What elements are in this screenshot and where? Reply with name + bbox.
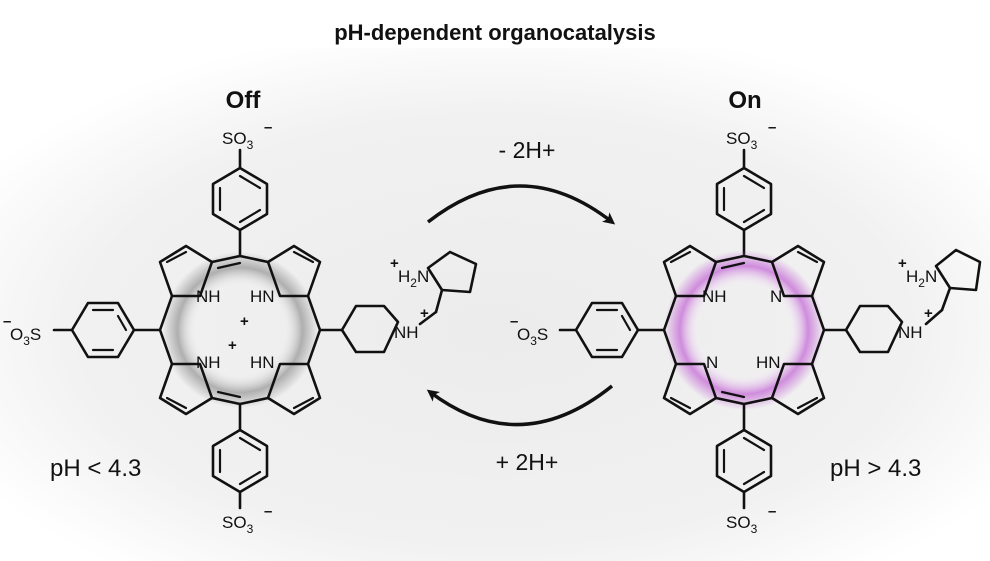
off-top-sulfonate: SO3 – [222, 119, 272, 152]
svg-text:+: + [390, 255, 399, 272]
nh-plus-atom: NH [394, 323, 419, 342]
on-bottom-sulfonate: SO3 – [726, 503, 776, 536]
forward-arrow-label: - 2H+ [499, 137, 556, 163]
on-molecule: On SO3 – NH N N HN [510, 87, 982, 536]
so3-text: SO3 [222, 129, 254, 152]
hn-atom: HN [250, 353, 275, 372]
svg-text:–: – [264, 503, 272, 520]
svg-text:H2N: H2N [398, 267, 429, 290]
nh-atom: NH [702, 287, 727, 306]
svg-text:+: + [898, 255, 907, 272]
hn-atom: HN [756, 353, 781, 372]
svg-text:SO3: SO3 [726, 513, 758, 536]
svg-text:–: – [3, 313, 11, 330]
on-h2n: + H2N [898, 255, 937, 290]
off-label: Off [226, 87, 262, 114]
figure-title: pH-dependent organocatalysis [334, 20, 656, 45]
reverse-arrow-label: + 2H+ [496, 449, 559, 475]
off-h2n: + H2N [390, 255, 429, 290]
plus-charge: + [240, 313, 249, 330]
hn-atom: HN [250, 287, 275, 306]
on-top-sulfonate: SO3 – [726, 119, 776, 152]
on-ph-condition: pH > 4.3 [830, 455, 921, 482]
on-core-highlight [664, 250, 824, 410]
off-pyrrolidine-ring [426, 250, 478, 294]
nh-atom: NH [196, 353, 221, 372]
nh-plus-atom: NH [898, 323, 923, 342]
svg-text:H2N: H2N [906, 267, 937, 290]
svg-text:SO3: SO3 [726, 129, 758, 152]
off-molecule: Off SO3 – [3, 87, 478, 536]
nh-atom: NH [196, 287, 221, 306]
svg-text:–: – [768, 119, 776, 136]
svg-text:+: + [924, 305, 933, 322]
forward-arrow [426, 184, 616, 225]
svg-text:SO3: SO3 [222, 513, 254, 536]
n-atom: N [770, 287, 782, 306]
svg-text:+: + [420, 305, 429, 322]
background-glow [0, 48, 990, 561]
minus-charge: – [264, 119, 272, 136]
equilibrium-arrows: - 2H+ + 2H+ [426, 137, 616, 475]
plus-charge: + [228, 337, 237, 354]
svg-text:O3S: O3S [10, 325, 41, 348]
off-piperidine-ring [340, 304, 400, 354]
on-piperidine-ring [844, 304, 904, 354]
svg-text:O3S: O3S [517, 325, 548, 348]
off-left-sulfonate: – O3S [3, 313, 41, 348]
off-core-highlight [162, 252, 318, 408]
off-bottom-sulfonate: SO3 – [222, 503, 272, 536]
on-label: On [728, 87, 761, 114]
svg-text:–: – [768, 503, 776, 520]
on-left-sulfonate: – O3S [510, 313, 548, 348]
off-ph-condition: pH < 4.3 [50, 455, 141, 482]
n-atom: N [706, 353, 718, 372]
on-pyrrolidine-ring [934, 248, 982, 292]
reverse-arrow [426, 384, 614, 427]
svg-text:–: – [510, 313, 518, 330]
